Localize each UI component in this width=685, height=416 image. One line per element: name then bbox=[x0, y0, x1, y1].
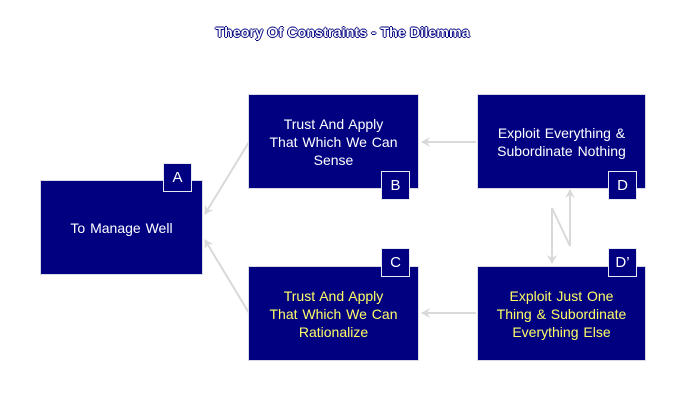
node-b-tag: B bbox=[381, 171, 410, 200]
diagram-title: Theory Of Constraints - The Dilemma bbox=[215, 24, 470, 40]
node-a-text: To Manage Well bbox=[70, 219, 173, 236]
node-d-text: Exploit Everything & Subordinate Nothing bbox=[497, 124, 626, 159]
node-b-text: Trust And Apply That Which We Can Sense bbox=[269, 115, 398, 168]
arrow-c-to-a bbox=[204, 239, 250, 314]
node-d-tag: D bbox=[608, 171, 637, 200]
node-dprime-text: Exploit Just One Thing & Subordinate Eve… bbox=[496, 287, 627, 340]
node-a-tag: A bbox=[163, 163, 192, 192]
arrow-b-to-a bbox=[204, 141, 250, 215]
node-dprime-tag: D’ bbox=[608, 248, 637, 277]
conflict-arrow bbox=[547, 189, 575, 264]
node-c-text: Trust And Apply That Which We Can Ration… bbox=[269, 287, 398, 340]
node-dprime-prerequisite: Exploit Just One Thing & Subordinate Eve… bbox=[477, 266, 646, 361]
node-a-objective: To Manage Well bbox=[40, 180, 203, 275]
node-c-requirement: Trust And Apply That Which We Can Ration… bbox=[248, 266, 419, 361]
node-c-tag: C bbox=[381, 248, 410, 277]
node-b-requirement: Trust And Apply That Which We Can Sense bbox=[248, 94, 419, 189]
